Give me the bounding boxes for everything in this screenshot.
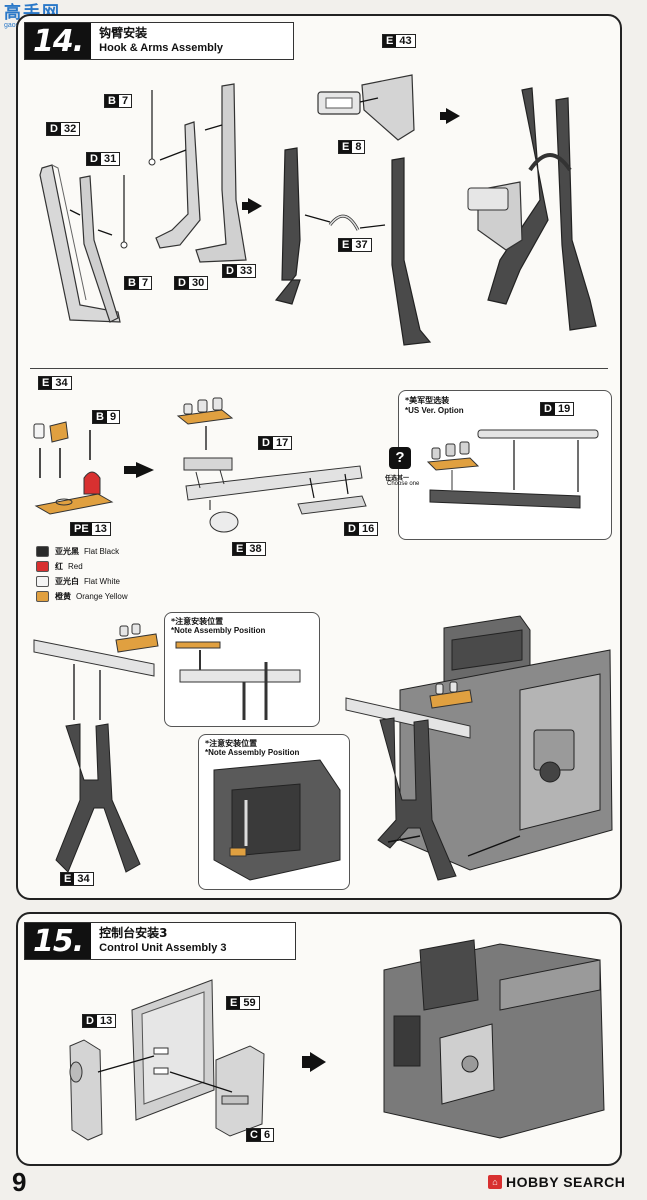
- arm-d31: [79, 175, 119, 323]
- plate-pe13: [34, 493, 114, 515]
- hobby-search-text: HOBBY SEARCH: [506, 1174, 626, 1190]
- step-14-title-en: Hook & Arms Assembly: [99, 42, 224, 54]
- hook-assembled: [487, 87, 549, 305]
- step-arrow-2: [446, 108, 460, 124]
- choose-one-en: Choose one: [387, 481, 420, 487]
- lamp-red: [83, 471, 101, 495]
- swatch-red: [36, 561, 49, 572]
- swatch-flat-black: [36, 546, 49, 557]
- bar-d17: [185, 465, 363, 501]
- legend-flat-black: 亚光黑 Flat Black: [36, 546, 119, 557]
- arm-d32: [39, 164, 121, 323]
- step-15-title-en: Control Unit Assembly 3: [99, 942, 227, 954]
- step-arrow-1: [248, 198, 262, 214]
- machine-assembly-14: [345, 615, 613, 881]
- legend-red: 红 Red: [36, 561, 83, 572]
- rail-d16: [297, 495, 367, 515]
- legend-orange-yellow: 橙黄 Orange Yellow: [36, 591, 128, 602]
- swatch-orange-yellow: [36, 591, 49, 602]
- step-14-title-cn: 钩臂安装: [99, 26, 148, 40]
- step-arrow-3: [136, 462, 154, 478]
- hook-arms-drawing: [39, 74, 597, 346]
- step-15-number: 15.: [25, 923, 92, 959]
- step-14-divider: [30, 368, 608, 369]
- step-14-number: 14.: [25, 23, 92, 59]
- us-option-title-cn: *美军型选装: [405, 396, 450, 405]
- legend-flat-white: 亚光白 Flat White: [36, 576, 120, 587]
- page-number: 9: [12, 1167, 27, 1197]
- note-1-drawing: [175, 641, 301, 720]
- swatch-flat-white: [36, 576, 49, 587]
- a-frame-legs: [55, 723, 141, 873]
- step-15-title-cn: 控制台安装3: [99, 926, 168, 940]
- lever-d13: [69, 1039, 103, 1141]
- bracket-c6: [215, 1045, 265, 1137]
- step-15-header: 15. 控制台安装3 Control Unit Assembly 3: [24, 922, 296, 960]
- arm-d33: [195, 83, 247, 263]
- roller-e38: [209, 511, 239, 533]
- machine-a-frame: [377, 717, 457, 881]
- step-arrow-4: [310, 1052, 326, 1072]
- lamp-white-e34: [33, 423, 45, 439]
- us-option-drawing: [426, 429, 599, 509]
- choose-one-badge: ?: [389, 447, 411, 469]
- lamp-orange: [49, 421, 69, 443]
- bar-d19: [477, 429, 599, 439]
- note-2-drawing: [213, 759, 341, 881]
- step-14-header: 14. 钩臂安装 Hook & Arms Assembly: [24, 22, 294, 60]
- a-frame-drawing: [33, 623, 159, 873]
- plate-assembled: [176, 409, 234, 425]
- lamp-bar-drawing: [33, 397, 367, 533]
- plate-e43: [361, 74, 415, 141]
- us-option-title-en: *US Ver. Option: [405, 406, 464, 415]
- choose-one-cn: 任选其一: [385, 475, 410, 482]
- hobby-search-logo: ⌂ HOBBY SEARCH: [488, 1174, 625, 1190]
- arms-assembled-dark: [274, 147, 301, 305]
- arm-d30: [155, 121, 201, 249]
- hobby-search-icon: ⌂: [488, 1175, 502, 1189]
- top-rail: [33, 639, 155, 677]
